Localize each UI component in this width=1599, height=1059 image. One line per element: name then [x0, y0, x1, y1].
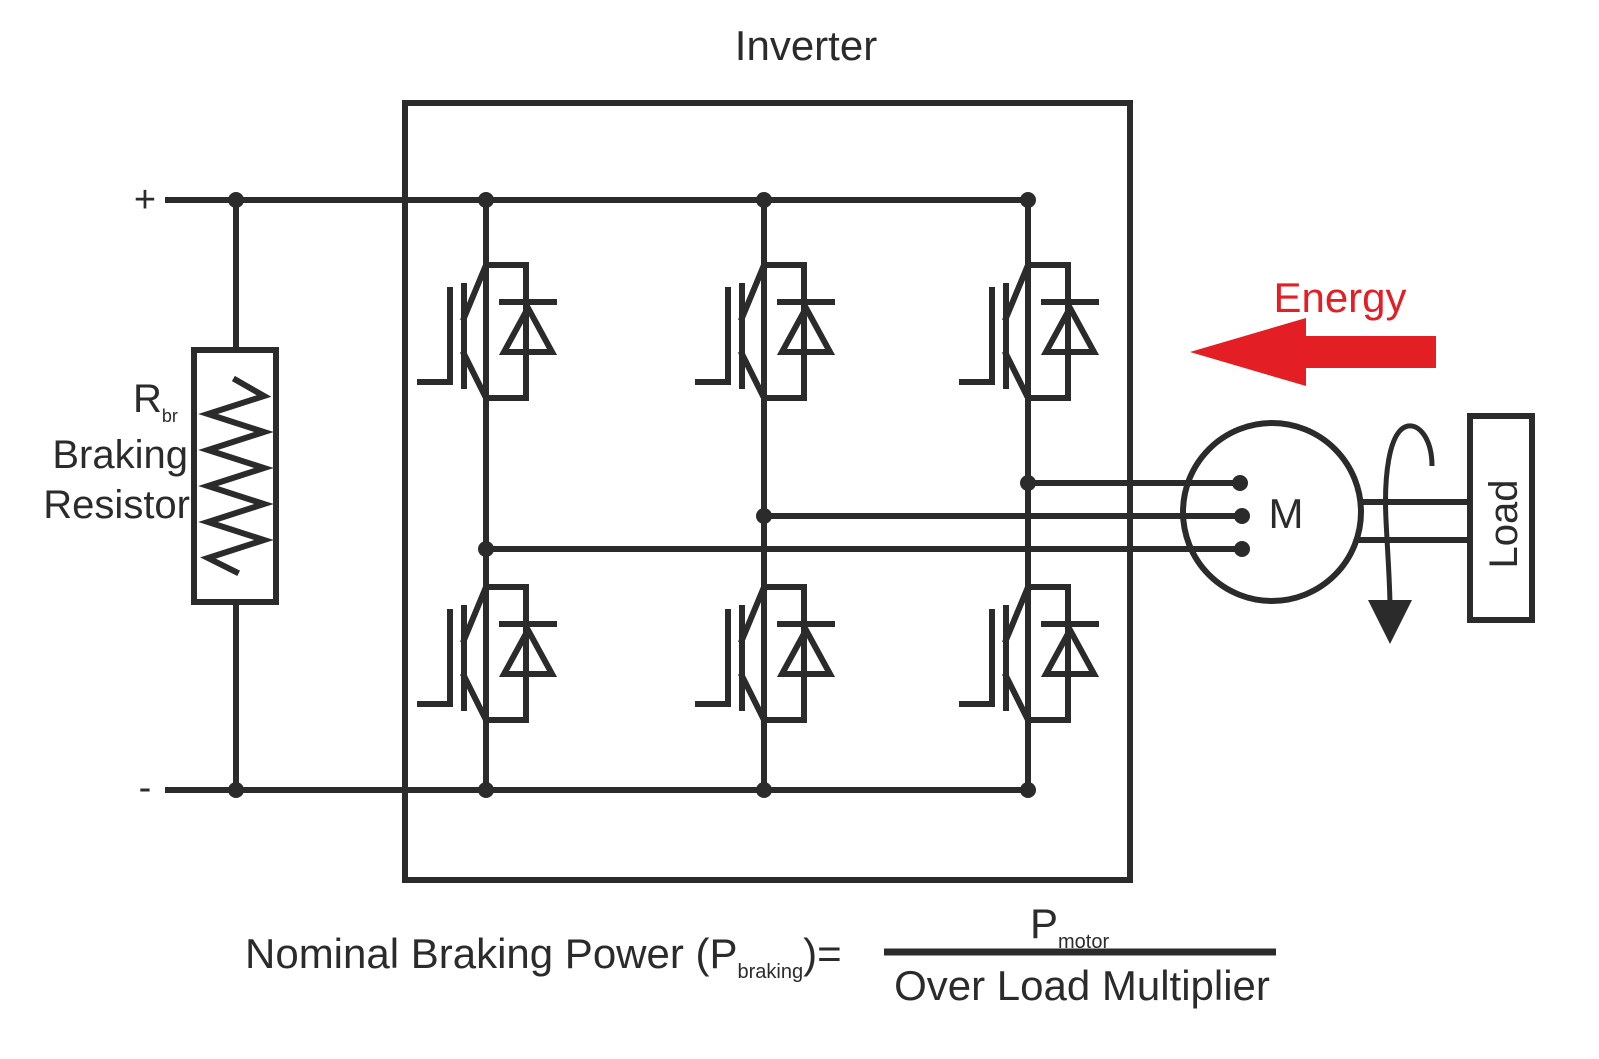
inverter-box	[402, 100, 1133, 883]
shaft	[1358, 499, 1473, 543]
inverter-title: Inverter	[735, 22, 877, 69]
formula-lhs: Nominal Braking Power (Pbraking)=	[245, 930, 842, 983]
formula-denominator: Over Load Multiplier	[894, 962, 1270, 1009]
energy-label: Energy	[1273, 274, 1406, 321]
motor-label: M	[1269, 490, 1304, 537]
load-box	[1467, 413, 1535, 623]
energy-arrow	[1190, 318, 1436, 386]
dc-positive-label: +	[134, 179, 156, 221]
node-resistor-positive	[228, 192, 244, 208]
braking-resistor	[191, 197, 279, 793]
rotation-arrowhead	[1368, 600, 1412, 644]
node-resistor-negative	[228, 782, 244, 798]
resistor-label-line1: Braking	[52, 433, 188, 477]
node-dc-positive-1	[478, 192, 494, 208]
node-dc-negative-2	[756, 782, 772, 798]
igbt-bridge	[228, 192, 1100, 798]
resistor-symbol: Rbr	[133, 377, 178, 426]
formula-numerator: Pmotor	[1030, 900, 1109, 953]
phase-outputs	[483, 480, 1245, 552]
rotation-arrow	[1383, 423, 1435, 609]
node-dc-positive-2	[756, 192, 772, 208]
node-dc-positive-3	[1020, 192, 1036, 208]
motor	[1180, 420, 1364, 604]
dc-negative-label: -	[139, 767, 152, 809]
resistor-label-line2: Resistor	[43, 483, 190, 527]
node-dc-negative-1	[478, 782, 494, 798]
node-dc-negative-3	[1020, 782, 1036, 798]
load-label: Load	[1482, 480, 1526, 569]
